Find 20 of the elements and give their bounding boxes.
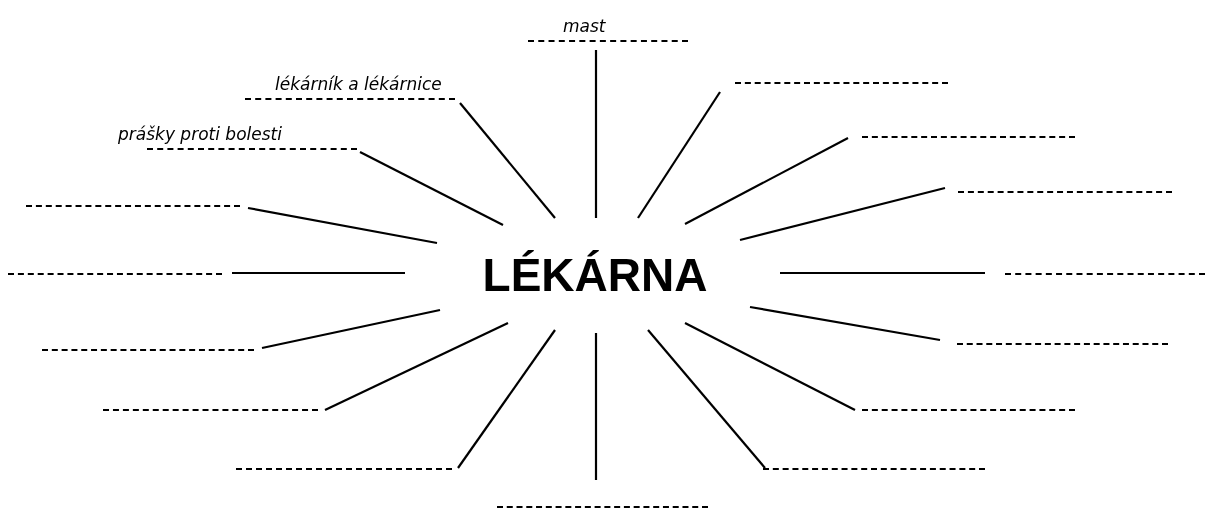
spoke-line: [780, 271, 985, 275]
central-word: LÉKÁRNA: [482, 248, 708, 302]
spoke-line: [459, 102, 556, 219]
spoke-line: [324, 322, 509, 411]
spoke-line: [647, 329, 766, 469]
spoke-line: [232, 271, 405, 275]
spoke-line: [247, 206, 438, 245]
spoke-line: [684, 137, 849, 225]
spoke-line: [684, 322, 856, 411]
spoke-line: [359, 151, 504, 226]
spoke-line: [594, 333, 598, 480]
answer-text: lékárník a lékárnice: [275, 74, 442, 94]
answer-text: mast: [563, 16, 606, 36]
spoke-line: [749, 305, 941, 342]
answer-text: prášky proti bolesti: [118, 124, 282, 144]
spoke-line: [594, 50, 598, 218]
spoke-line: [637, 91, 721, 219]
spoke-line: [261, 308, 441, 350]
spoke-line: [739, 186, 946, 242]
spoke-line: [457, 329, 556, 469]
